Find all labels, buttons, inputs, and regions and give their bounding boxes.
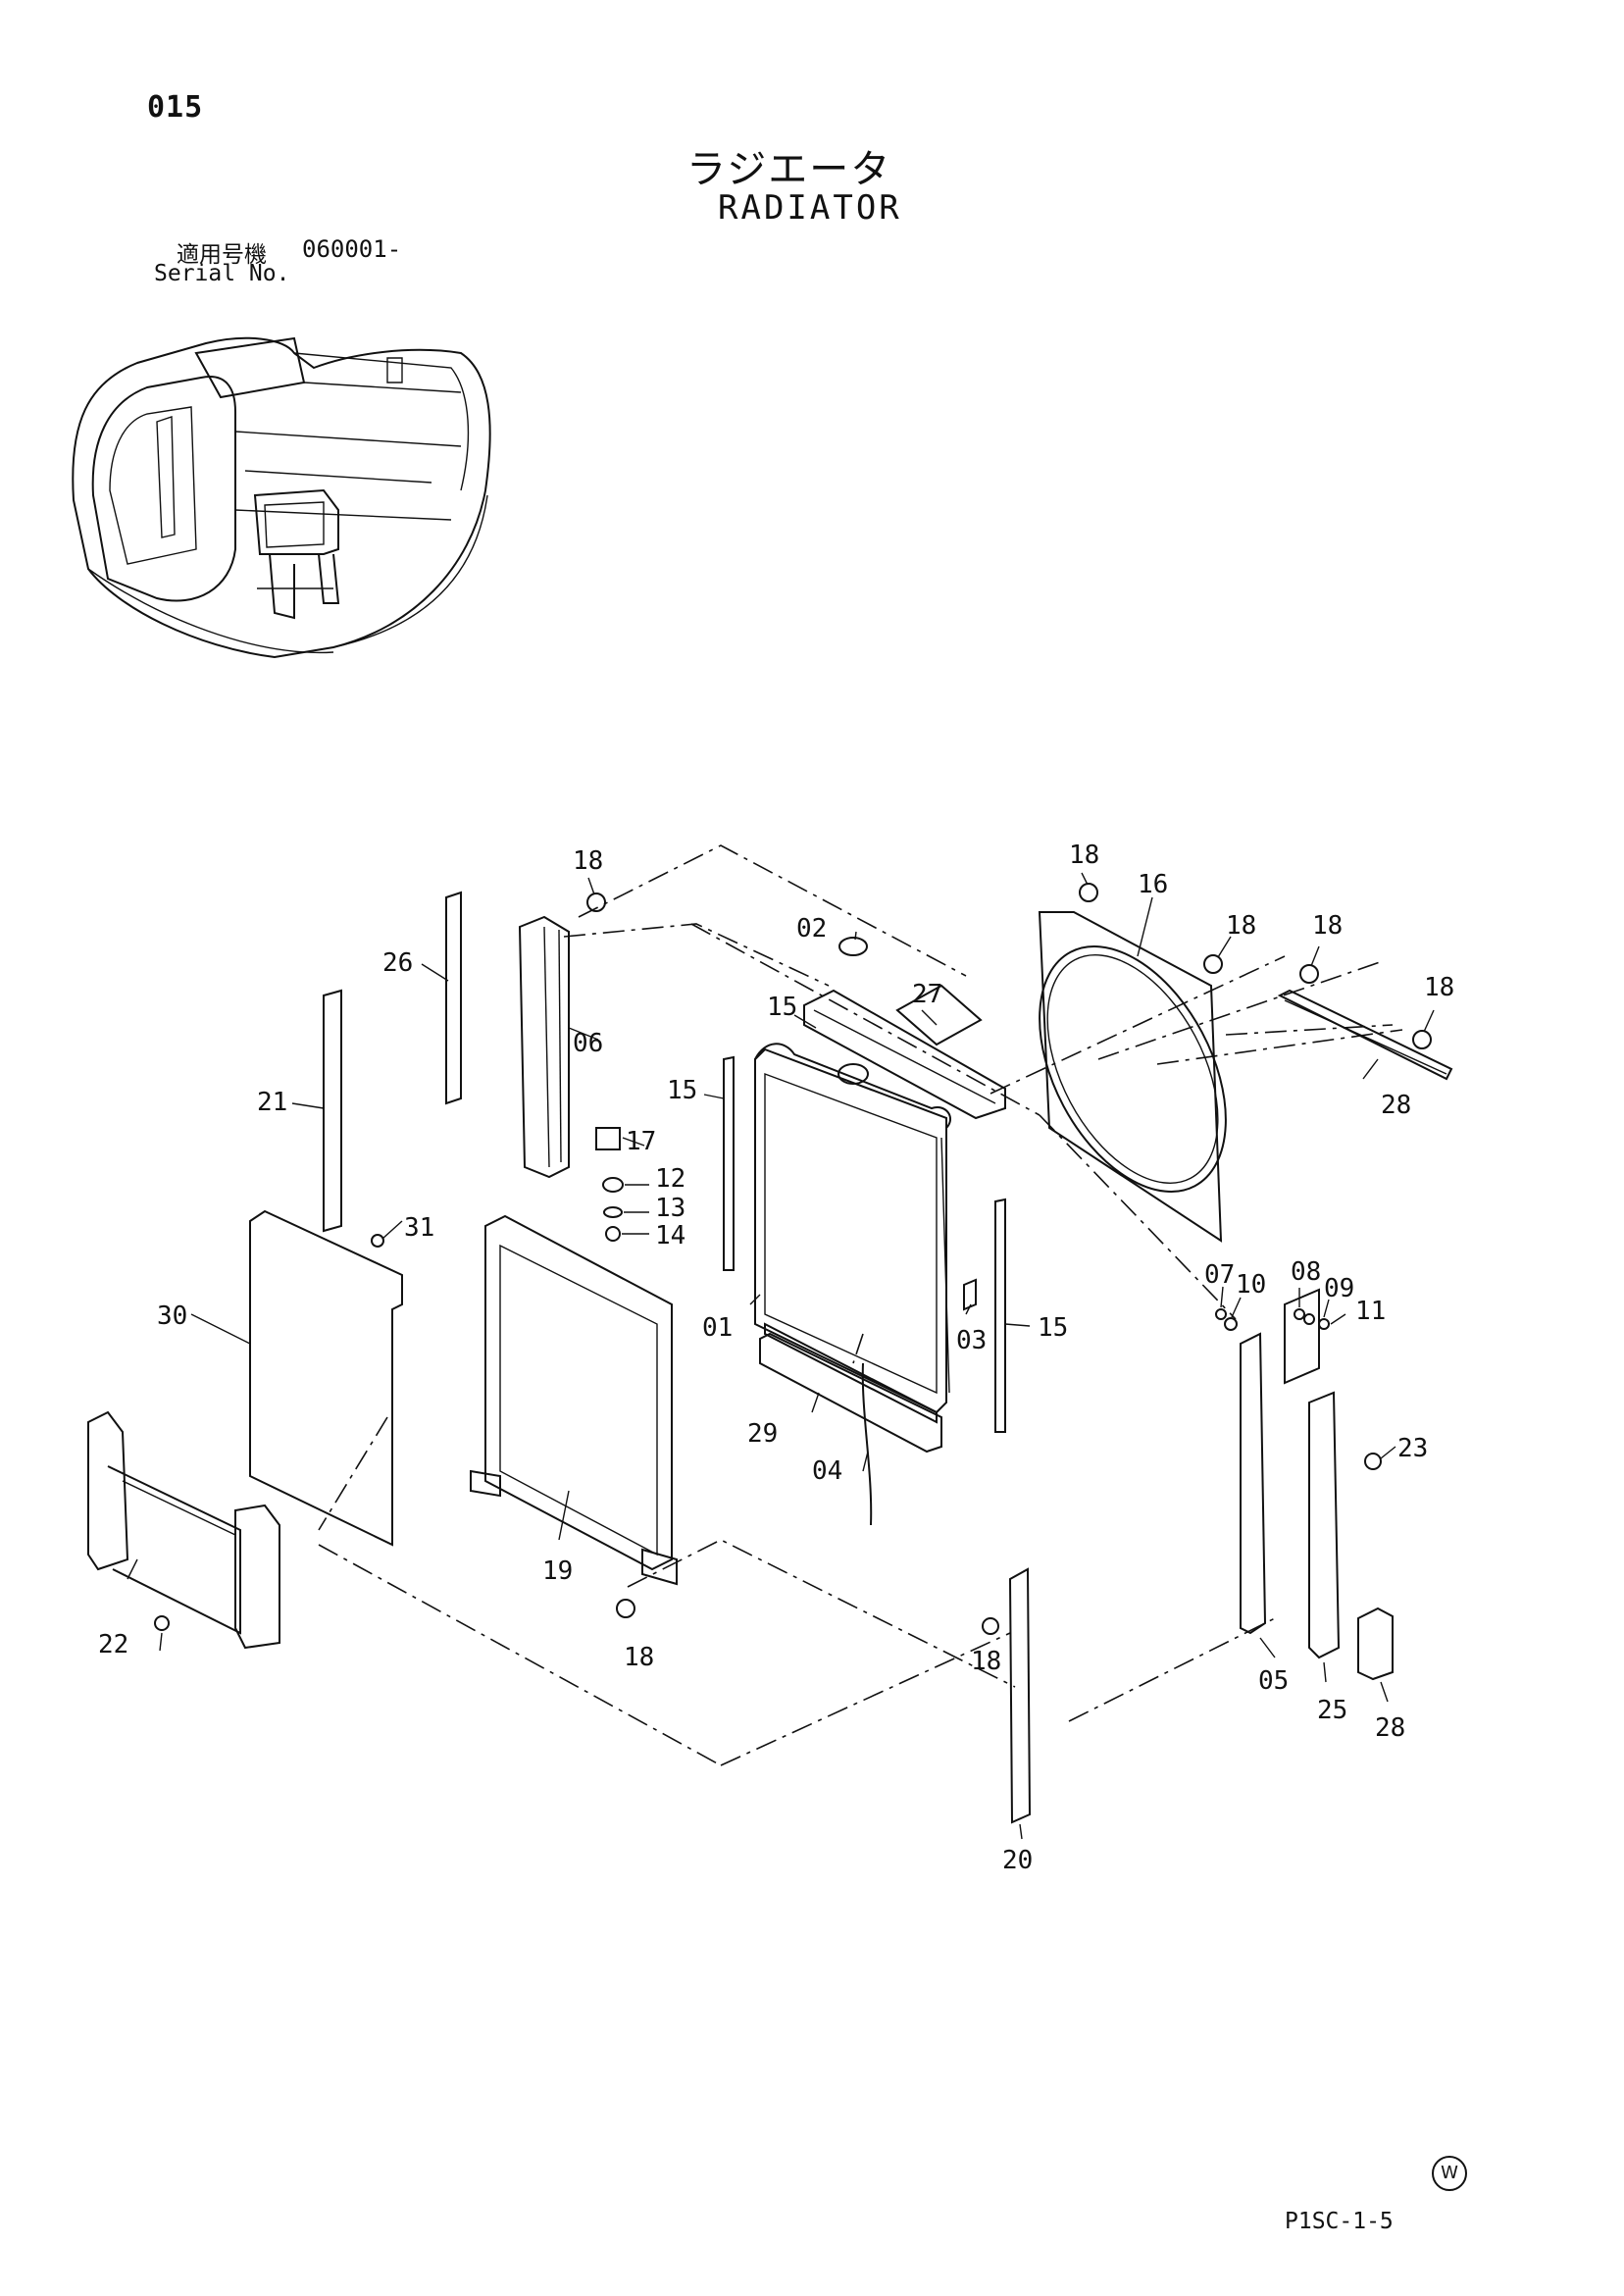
- callout-18: 18: [1226, 911, 1256, 941]
- callout-18: 18: [1069, 841, 1099, 870]
- oil-cooler-part-19: [470, 1214, 678, 1586]
- callout-30: 31: [404, 1213, 434, 1243]
- callout-18: 18: [624, 1643, 654, 1672]
- leader-lines: [127, 872, 1435, 1840]
- callout-04: 04: [812, 1456, 842, 1486]
- callout-15: 15: [767, 993, 797, 1022]
- callout-25: 27: [912, 980, 942, 1009]
- radiator-cap-part-02: [838, 937, 868, 956]
- cushion-part-17: [595, 1127, 621, 1150]
- part-callouts: 18 18 16 18 18 18 02 15 27 26 06 21 15 1…: [98, 841, 1454, 1875]
- callout-06: 06: [573, 1029, 603, 1058]
- callout-21: 22: [98, 1630, 128, 1659]
- bolt-icons: [154, 883, 1432, 1635]
- callout-28: 28: [1375, 1713, 1405, 1743]
- callout-18: 18: [1312, 911, 1343, 941]
- callout-19: 19: [542, 1556, 573, 1586]
- callout-26: 28: [1381, 1091, 1411, 1120]
- callout-20: 21: [257, 1088, 287, 1117]
- callout-03: 03: [956, 1326, 987, 1355]
- seal-strip-right-part-15: [994, 1198, 1006, 1433]
- callout-15: 15: [667, 1076, 697, 1105]
- block-part-28: [1357, 1607, 1394, 1681]
- plate-upper-part-20: [323, 989, 342, 1233]
- rubber-part-12: [602, 1177, 624, 1193]
- assembly-reference-lines: [318, 844, 1403, 1766]
- washer-part-13: [603, 1206, 623, 1218]
- bracket-part-08: [1284, 1288, 1320, 1385]
- callout-05: 05: [1258, 1666, 1289, 1696]
- page-number: 015: [147, 90, 204, 125]
- plate-lower-part-20: [1008, 1567, 1032, 1824]
- bracket-part-05: [1240, 1332, 1267, 1635]
- support-bracket-part-06: [518, 915, 570, 1179]
- radiator-core-part-01: [754, 1043, 951, 1424]
- callout-22: 23: [1397, 1434, 1428, 1463]
- callout-15: 15: [1038, 1313, 1068, 1343]
- title-japanese: ラジエータ: [686, 147, 892, 192]
- callout-01: 01: [702, 1313, 733, 1343]
- plate-part-23: [1308, 1391, 1341, 1659]
- serial-label-english: Serial No.: [154, 261, 290, 286]
- callout-11: 11: [1355, 1297, 1386, 1326]
- callout-27: 29: [747, 1419, 778, 1449]
- drain-hose-part-04: [861, 1362, 873, 1526]
- callout-29: 30: [157, 1301, 187, 1331]
- callout-14: 14: [655, 1221, 685, 1250]
- watermark-symbol: W: [1432, 2156, 1467, 2191]
- fan-shroud-part-16: [1038, 911, 1227, 1243]
- plate-part-24: [445, 891, 462, 1105]
- callout-23: 25: [1317, 1696, 1347, 1725]
- callout-18: 18: [971, 1647, 1001, 1676]
- callout-18: 18: [573, 846, 603, 876]
- stay-bar-part-26: [1277, 989, 1453, 1081]
- page-code: P1SC-1-5: [1285, 2209, 1394, 2234]
- callout-09: 09: [1324, 1274, 1354, 1303]
- serial-number-range: 060001-: [302, 235, 402, 263]
- callout-02: 02: [796, 914, 827, 944]
- bolt-part-14: [605, 1226, 621, 1242]
- top-stay-part-25: [803, 984, 1006, 1120]
- callout-08: 08: [1291, 1257, 1321, 1287]
- lower-stay-part-27: [759, 1332, 942, 1454]
- serial-label-japanese: 適用号機: [177, 242, 267, 268]
- intercooler-part-21: [87, 1410, 280, 1650]
- callout-17: 17: [626, 1127, 656, 1156]
- excavator-locator-icon: [72, 336, 491, 659]
- callout-16: 16: [1138, 870, 1168, 899]
- callout-18: 18: [1424, 973, 1454, 1002]
- title-english: RADIATOR: [718, 188, 902, 228]
- callout-07: 07: [1204, 1260, 1235, 1290]
- callout-24: 26: [382, 948, 413, 978]
- drain-cock-part-03: [963, 1278, 977, 1311]
- callout-10: 10: [1236, 1270, 1266, 1300]
- seal-strip-left-part-15: [723, 1055, 735, 1271]
- callout-12: 12: [655, 1164, 685, 1194]
- callout-20: 20: [1002, 1846, 1033, 1875]
- callout-13: 13: [655, 1194, 685, 1223]
- cover-part-29: [249, 1209, 403, 1547]
